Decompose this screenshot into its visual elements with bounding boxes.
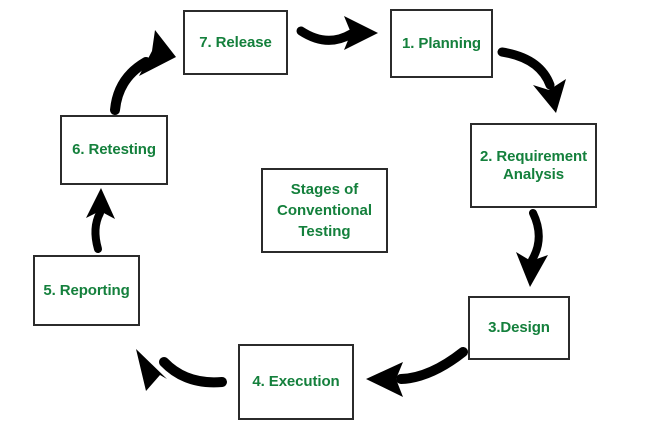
- curved-arrow-right-icon: [296, 16, 378, 50]
- stage-label-release: 7. Release: [199, 33, 272, 51]
- curved-arrow-down-right-icon: [497, 47, 566, 113]
- curved-arrow-up-right-icon: [110, 30, 176, 115]
- stage-node-requirement-analysis[interactable]: 2. Requirement Analysis: [470, 123, 597, 208]
- curved-arrow-down-icon: [516, 209, 548, 287]
- stage-label-execution: 4. Execution: [252, 373, 340, 391]
- stage-node-retesting[interactable]: 6. Retesting: [60, 115, 168, 185]
- curved-arrow-left-icon: [366, 347, 468, 397]
- stage-label-requirement-analysis: 2. Requirement Analysis: [480, 147, 587, 183]
- curved-arrow-up-left-icon: [136, 349, 227, 391]
- stage-label-planning: 1. Planning: [402, 34, 481, 52]
- stage-node-release[interactable]: 7. Release: [183, 10, 288, 75]
- stage-label-retesting: 6. Retesting: [72, 141, 156, 159]
- stage-label-reporting: 5. Reporting: [43, 281, 130, 299]
- stage-node-execution[interactable]: 4. Execution: [238, 344, 354, 420]
- stage-node-design[interactable]: 3.Design: [468, 296, 570, 360]
- diagram-title-box: Stages of Conventional Testing: [261, 168, 388, 253]
- diagram-title-label: Stages of Conventional Testing: [276, 180, 372, 241]
- stage-node-planning[interactable]: 1. Planning: [390, 9, 493, 78]
- curved-arrow-up-icon: [86, 188, 115, 253]
- stage-node-reporting[interactable]: 5. Reporting: [33, 255, 140, 326]
- stage-label-design: 3.Design: [488, 319, 550, 337]
